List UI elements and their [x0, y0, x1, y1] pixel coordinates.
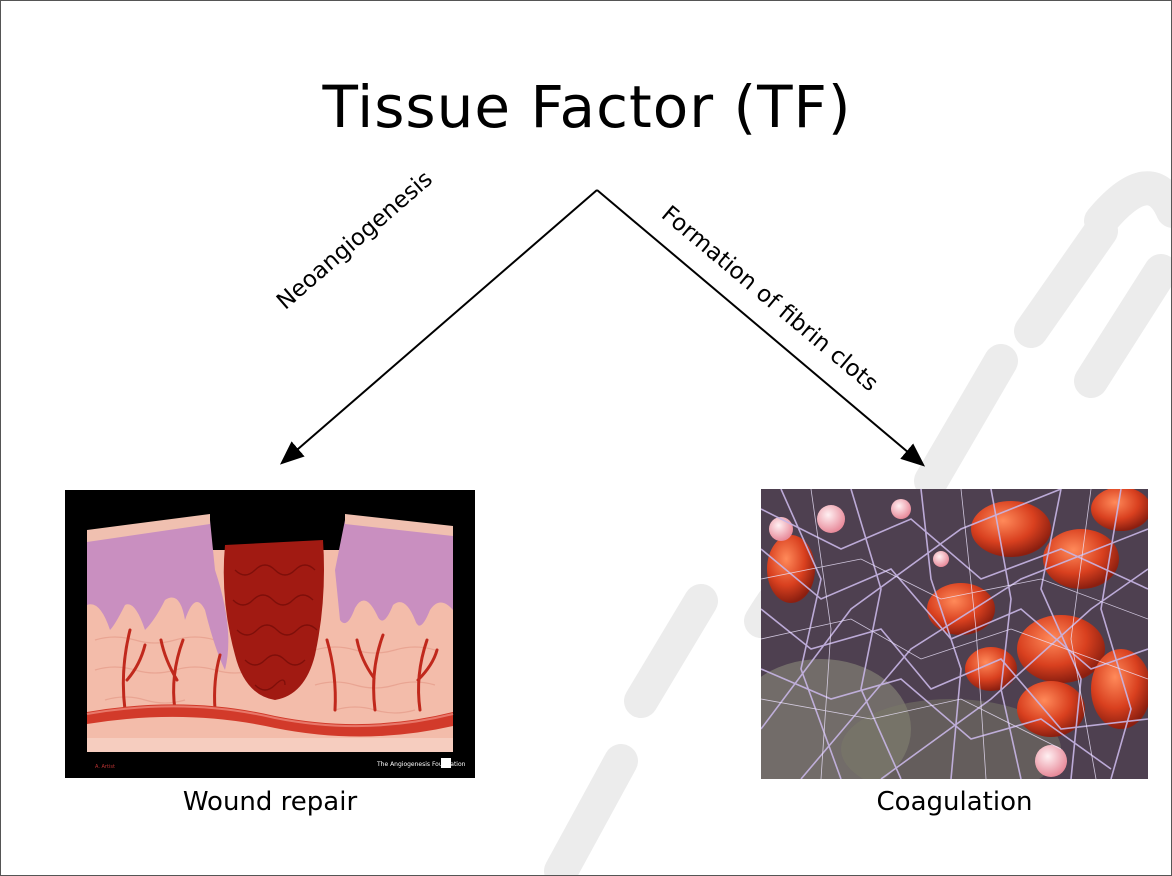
- caption-wound-repair: Wound repair: [65, 787, 475, 817]
- arrow-right: [597, 190, 922, 464]
- caption-coagulation: Coagulation: [761, 787, 1148, 817]
- coagulation-micrograph: [761, 489, 1148, 779]
- arrow-left: [283, 190, 597, 462]
- wound-repair-illustration: A. Artist The Angiogenesis Foundation: [65, 490, 475, 778]
- figure-credit: The Angiogenesis Foundation: [376, 761, 466, 768]
- svg-text:A. Artist: A. Artist: [95, 764, 115, 770]
